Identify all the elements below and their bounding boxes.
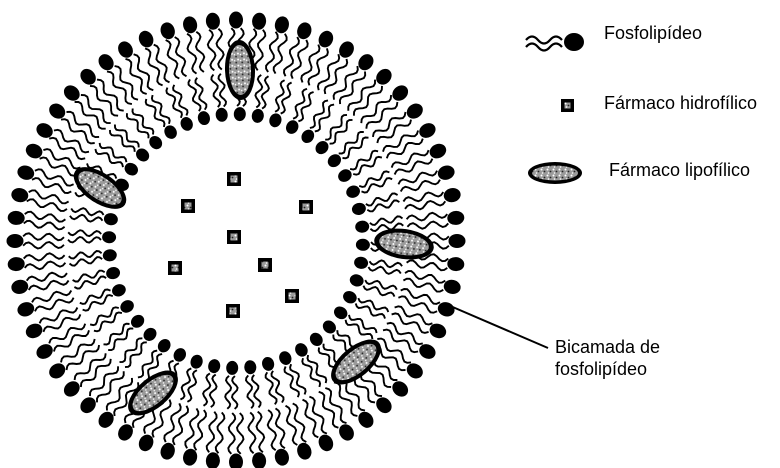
phospholipid [398, 289, 456, 319]
legend-phospholipid-label: Fosfolipídeo [604, 23, 702, 44]
phospholipid [351, 194, 400, 217]
phospholipid [203, 358, 221, 407]
hydrophilic-drug [181, 199, 195, 213]
hydrophilic-drug [226, 304, 240, 318]
phospholipid [353, 256, 402, 274]
phospholipid [104, 312, 147, 350]
phospholipid [127, 109, 165, 152]
phospholipid [211, 74, 228, 123]
phospholipid [373, 100, 426, 143]
phospholipid [261, 356, 284, 405]
phospholipid [61, 353, 111, 399]
phospholipid [10, 186, 69, 210]
phospholipid [189, 78, 212, 127]
bilayer-pointer-line [448, 305, 548, 348]
bilayer-label-line2: fosfolipídeo [555, 358, 660, 380]
phospholipid [268, 80, 292, 129]
phospholipid [46, 339, 99, 382]
phospholipid [16, 291, 74, 319]
hydrophilic-drug [168, 261, 182, 275]
phospholipid [373, 339, 426, 382]
legend-hydrophilic-drug-label: Fármaco hidrofílico [604, 93, 757, 114]
phospholipid [70, 208, 119, 226]
phospholipid [158, 403, 188, 461]
hydrophilic-drug [299, 200, 313, 214]
phospholipid [205, 412, 224, 468]
phospholipid [73, 266, 122, 289]
phospholipid [325, 132, 368, 170]
phospholipid [361, 82, 411, 128]
phospholipid [7, 233, 65, 248]
phospholipid [180, 353, 204, 402]
bilayer-label: Bicamada de fosfolipídeo [555, 336, 660, 380]
legend-lipophilic-drug-icon [528, 162, 582, 184]
phospholipid [228, 413, 243, 468]
phospholipid [248, 412, 267, 468]
phospholipid [284, 89, 314, 136]
phospholipid [95, 51, 138, 104]
hydrophilic-drug [227, 230, 241, 244]
phospholipid [284, 21, 314, 79]
phospholipid [225, 361, 238, 409]
phospholipid [348, 273, 397, 297]
legend-hydrophilic-drug-icon [561, 99, 574, 112]
phospholipid [334, 51, 377, 104]
hydrophilic-drug [285, 289, 299, 303]
hydrophilic-drug [258, 258, 272, 272]
phospholipid [7, 210, 65, 229]
phospholipid [7, 253, 65, 272]
phospholipid [266, 15, 290, 74]
phospholipid [286, 403, 314, 461]
phospholipid [334, 378, 377, 431]
phospholipid [16, 163, 74, 193]
phospholipid [69, 249, 118, 266]
phospholipid [158, 21, 186, 79]
phospholipid [68, 230, 116, 243]
phospholipid [77, 66, 123, 116]
phospholipid [205, 12, 224, 70]
bilayer-label-line1: Bicamada de [555, 336, 660, 358]
legend-phospholipid-icon [526, 33, 584, 51]
phospholipid [46, 100, 99, 143]
legend-lipophilic-drug-label: Fármaco lipofílico [609, 160, 750, 181]
hydrophilic-drug [227, 172, 241, 186]
hydrophilic-drugs-in-core [168, 172, 313, 318]
phospholipid [244, 360, 261, 409]
phospholipid [341, 289, 388, 319]
phospholipid [398, 163, 456, 191]
phospholipid [403, 271, 462, 295]
phospholipid [407, 210, 465, 229]
phospholipid [181, 408, 205, 467]
